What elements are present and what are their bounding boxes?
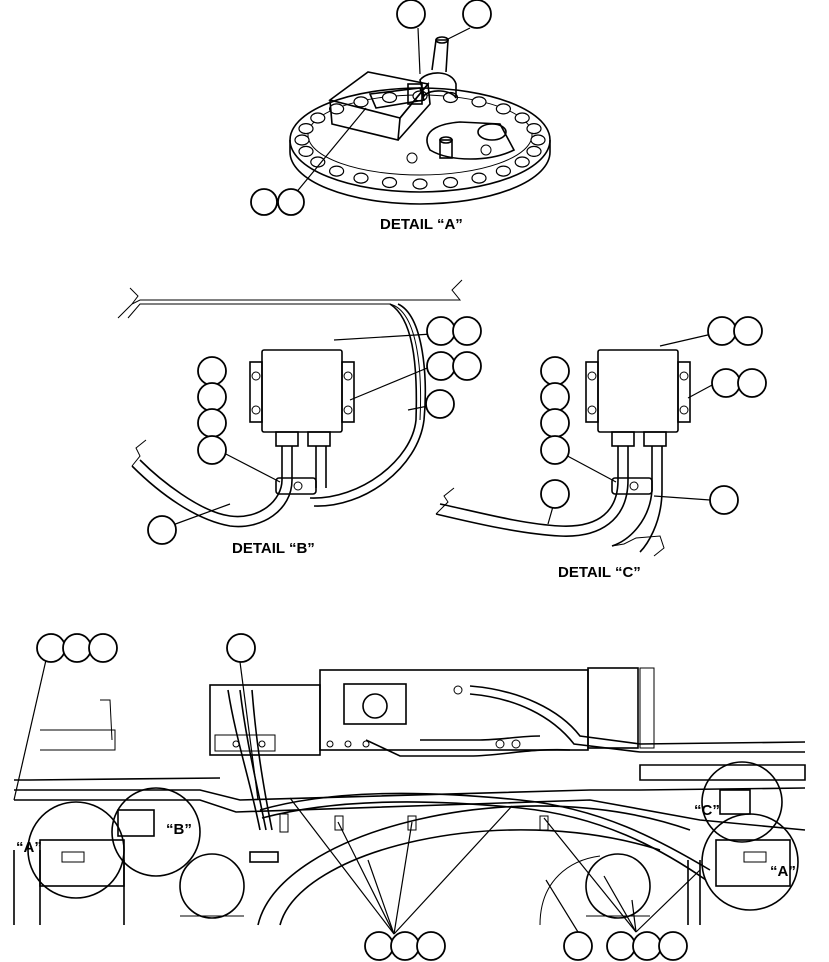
detail-a-callouts bbox=[250, 0, 492, 216]
callout-bubble bbox=[563, 931, 593, 961]
callout-bubble bbox=[416, 931, 446, 961]
callout-bubble bbox=[632, 931, 662, 961]
flange-bolt bbox=[353, 172, 369, 184]
flange-bolt bbox=[329, 103, 345, 115]
flange-bolt bbox=[442, 176, 459, 189]
flange-bolt bbox=[471, 172, 487, 184]
callout-bubble bbox=[540, 435, 570, 465]
callout-bubble bbox=[277, 188, 305, 216]
callout-bubble bbox=[709, 485, 739, 515]
flange-bolt bbox=[526, 123, 542, 135]
callout-bubble bbox=[452, 351, 482, 381]
callout-bubble bbox=[425, 389, 455, 419]
callout-bubble bbox=[364, 931, 394, 961]
callout-bubble bbox=[197, 408, 227, 438]
callout-bubble bbox=[540, 479, 570, 509]
marker-a-left: “A” bbox=[16, 839, 42, 856]
flange-bolt bbox=[514, 156, 530, 168]
callout-bubble bbox=[707, 316, 737, 346]
callout-bubble bbox=[197, 435, 227, 465]
callout-bubble bbox=[147, 515, 177, 545]
callout-bubble bbox=[606, 931, 636, 961]
flange-bolt bbox=[530, 134, 546, 146]
flange-bolt bbox=[526, 145, 542, 157]
flange-bolt bbox=[471, 96, 487, 108]
overview-drawing bbox=[13, 667, 806, 926]
flange-bolt bbox=[298, 145, 314, 157]
callout-bubble bbox=[733, 316, 763, 346]
callout-bubble bbox=[426, 316, 456, 346]
callout-bubble bbox=[62, 633, 92, 663]
callout-bubble bbox=[226, 633, 256, 663]
callout-bubble bbox=[737, 368, 767, 398]
overview-callouts bbox=[13, 633, 701, 961]
detail-c-drawing bbox=[435, 349, 691, 557]
flange-bolt bbox=[495, 165, 511, 177]
callout-bubble bbox=[88, 633, 118, 663]
detail-c-callouts bbox=[540, 316, 767, 525]
detail-a-caption: DETAIL “A” bbox=[380, 216, 463, 233]
flange-bolt bbox=[329, 165, 345, 177]
flange-bolt bbox=[353, 96, 369, 108]
callout-bubble bbox=[250, 188, 278, 216]
marker-c: “C” bbox=[694, 802, 720, 819]
flange-bolt bbox=[514, 112, 530, 124]
flange-bolts bbox=[294, 90, 546, 190]
detail-b-caption: DETAIL “B” bbox=[232, 540, 315, 557]
flange-bolt bbox=[381, 91, 398, 104]
detail-a-drawing bbox=[289, 36, 551, 205]
callout-bubble bbox=[540, 356, 570, 386]
callout-bubble bbox=[452, 316, 482, 346]
callout-bubble bbox=[540, 408, 570, 438]
detail-c-caption: DETAIL “C” bbox=[558, 564, 641, 581]
marker-b: “B” bbox=[166, 821, 192, 838]
callout-bubble bbox=[658, 931, 688, 961]
flange-bolt bbox=[412, 178, 428, 190]
marker-a-right: “A” bbox=[770, 863, 796, 880]
detail-b-callouts bbox=[147, 316, 482, 545]
flange-bolt bbox=[310, 112, 326, 124]
callout-bubble bbox=[197, 356, 227, 386]
callout-bubble bbox=[711, 368, 741, 398]
flange-bolt bbox=[495, 103, 511, 115]
flange-bolt bbox=[298, 123, 314, 135]
flange-bolt bbox=[294, 134, 310, 146]
callout-bubble bbox=[540, 382, 570, 412]
flange-bolt bbox=[381, 176, 398, 189]
callout-bubble bbox=[36, 633, 66, 663]
overview-detail-circles bbox=[27, 761, 799, 911]
callout-bubble bbox=[426, 351, 456, 381]
callout-bubble bbox=[396, 0, 426, 29]
callout-bubble bbox=[462, 0, 492, 29]
callout-bubble bbox=[390, 931, 420, 961]
detail-b-drawing bbox=[117, 279, 463, 528]
callout-bubble bbox=[197, 382, 227, 412]
